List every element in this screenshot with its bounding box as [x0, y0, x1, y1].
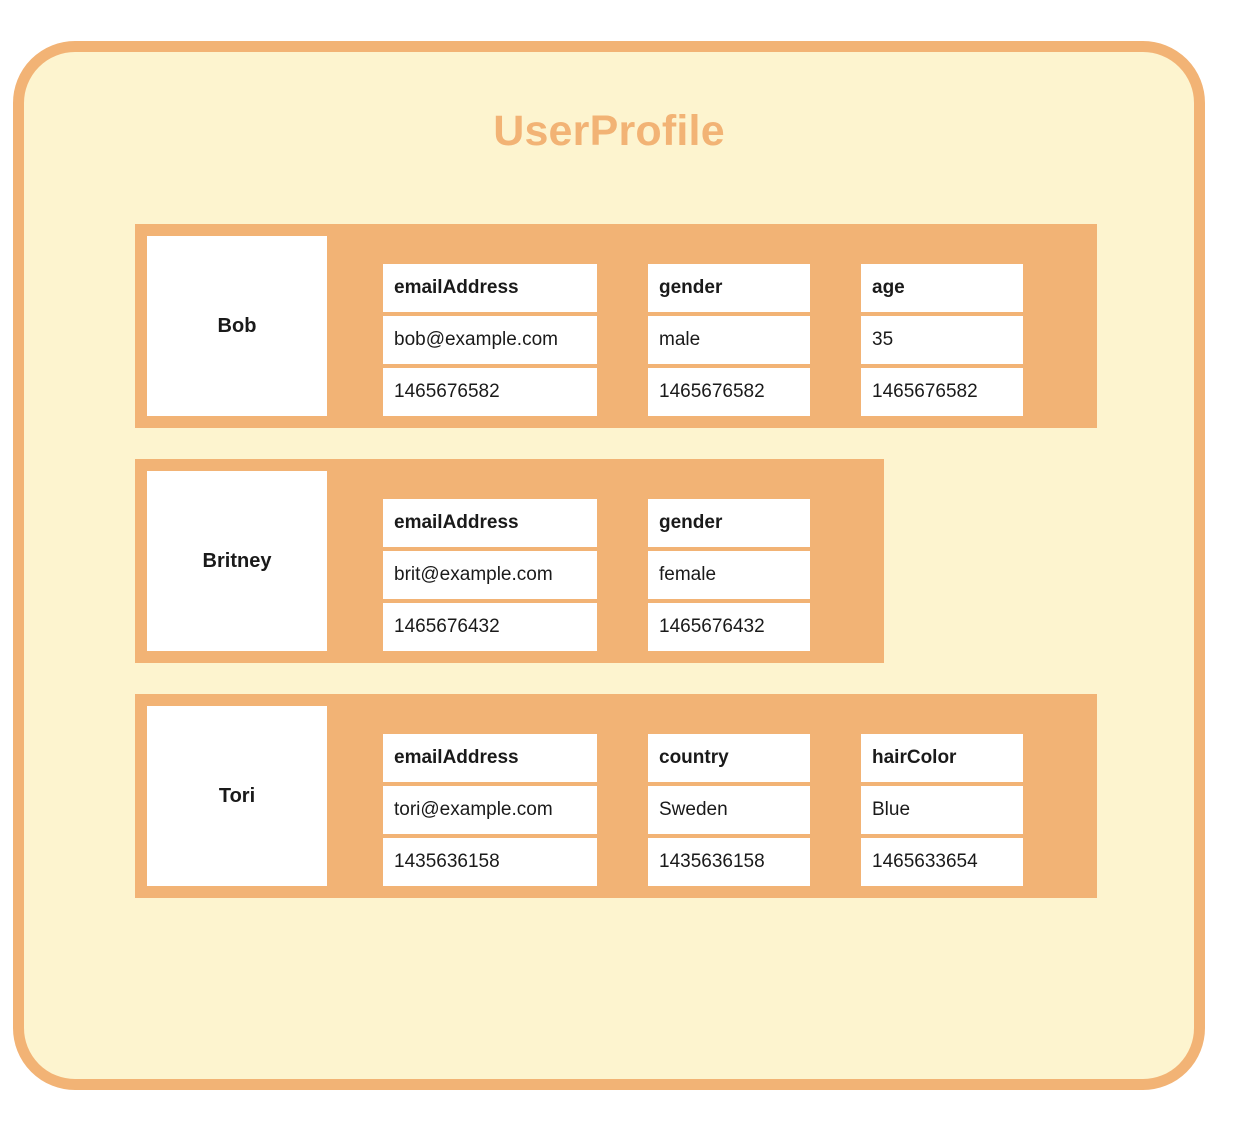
user-name-box: Tori: [147, 706, 327, 886]
attribute-timestamp-cell: 1465633654: [861, 838, 1023, 886]
attribute-key-cell: gender: [648, 264, 810, 312]
attribute-value-cell: female: [648, 551, 810, 599]
user-name-box: Bob: [147, 236, 327, 416]
attribute-value-cell: Sweden: [648, 786, 810, 834]
attribute-key-cell: emailAddress: [383, 264, 597, 312]
attribute-timestamp-cell: 1435636158: [383, 838, 597, 886]
attribute-timestamp-cell: 1435636158: [648, 838, 810, 886]
attribute-key-cell: emailAddress: [383, 734, 597, 782]
attribute-value-cell: Blue: [861, 786, 1023, 834]
attribute-value-cell: 35: [861, 316, 1023, 364]
page-title: UserProfile: [493, 107, 725, 155]
attribute-value-cell: brit@example.com: [383, 551, 597, 599]
attribute-timestamp-cell: 1465676582: [648, 368, 810, 416]
attribute-value-cell: tori@example.com: [383, 786, 597, 834]
attribute-value-cell: male: [648, 316, 810, 364]
attribute-timestamp-cell: 1465676432: [383, 603, 597, 651]
attribute-timestamp-cell: 1465676432: [648, 603, 810, 651]
attribute-value-cell: bob@example.com: [383, 316, 597, 364]
attribute-timestamp-cell: 1465676582: [383, 368, 597, 416]
user-name-box: Britney: [147, 471, 327, 651]
attribute-key-cell: age: [861, 264, 1023, 312]
attribute-key-cell: gender: [648, 499, 810, 547]
attribute-key-cell: country: [648, 734, 810, 782]
attribute-key-cell: hairColor: [861, 734, 1023, 782]
attribute-key-cell: emailAddress: [383, 499, 597, 547]
attribute-timestamp-cell: 1465676582: [861, 368, 1023, 416]
